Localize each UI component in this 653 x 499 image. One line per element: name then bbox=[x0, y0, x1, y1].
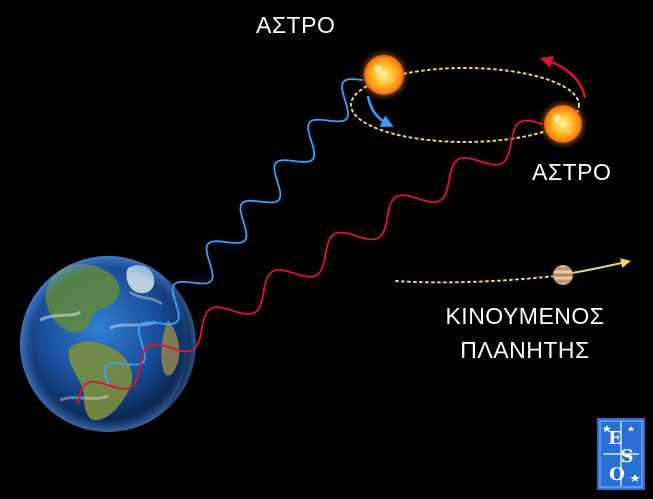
jupiter-icon bbox=[552, 264, 574, 286]
earth-icon bbox=[20, 256, 198, 432]
eso-letter-o: O bbox=[609, 464, 625, 485]
planet-label-line2: ΠΛΑΝΗΤΗΣ bbox=[460, 337, 590, 363]
planet-path bbox=[395, 275, 556, 284]
planet-path-arrow bbox=[571, 258, 631, 274]
star-icon bbox=[538, 99, 588, 149]
blue-light-wave bbox=[104, 78, 363, 385]
orbit-arrow-blue bbox=[366, 95, 394, 127]
orbit-arrow-red bbox=[540, 56, 587, 99]
eso-letter-s: S bbox=[621, 446, 634, 467]
planet-label: ΚΙΝΟΥΜΕΝΟΣ ΠΛΑΝΗΤΗΣ bbox=[428, 299, 622, 367]
star-label-top: ΑΣΤΡΟ bbox=[256, 12, 336, 38]
star-icon bbox=[358, 49, 410, 101]
planet-label-line1: ΚΙΝΟΥΜΕΝΟΣ bbox=[445, 303, 605, 329]
red-light-wave bbox=[77, 119, 543, 405]
eso-letter-e: E bbox=[608, 428, 622, 449]
eso-logo-icon: E S O bbox=[597, 418, 645, 490]
star-label-right: ΑΣΤΡΟ bbox=[532, 159, 612, 185]
